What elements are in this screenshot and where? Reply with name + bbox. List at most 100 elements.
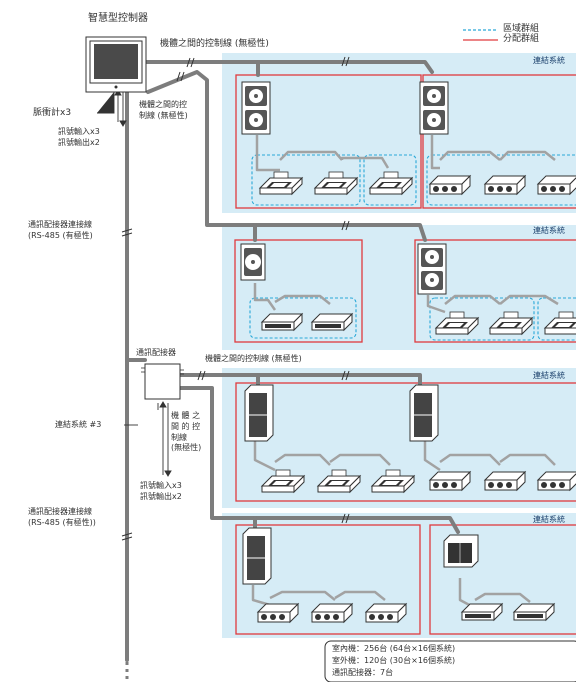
indoor-duct-unit [260,312,304,332]
indoor-wall-unit [310,602,354,624]
outdoor-unit [241,81,271,135]
zone-group-2c [537,297,576,341]
indoor-cassette-unit [488,311,534,336]
indoor-wall-unit [364,602,408,624]
pulse-meter-label: 脈衝計x3 [33,108,72,118]
indoor-cassette-unit [370,469,416,494]
branch-2b-3 [499,294,559,306]
outdoor-unit-cube [443,534,479,568]
branch-3a-2 [274,453,331,466]
system-label-3: 連結系統 [533,371,565,380]
branch-4b-2 [474,592,531,603]
adapter-line-label-1: 通訊配接器連接線 (RS-485 (有極性) [28,220,93,240]
branch-4a-2 [269,590,336,601]
legend-dist-label: 分配群組 [503,34,540,44]
outdoor-unit-tall [244,384,274,442]
signal-io-top-label: 訊號輸入x3 訊號輸出x2 [58,127,100,147]
system-label-4: 連結系統 [533,515,565,524]
break-mark [186,57,195,68]
controller-title: 智慧型控制器 [88,13,148,24]
arrow-head [119,120,127,127]
break-mark [176,71,185,82]
branch-3a [253,440,276,472]
break-mark [341,56,350,67]
trunk-1b [256,60,434,74]
branch-3b-3 [499,453,556,466]
indoor-cassette-unit [260,469,306,494]
branch-1b-3 [499,150,556,161]
indoor-cassette-unit [368,171,414,196]
outdoor-unit [419,81,449,135]
branch-1a-3 [340,156,390,169]
zone-group-1a [251,154,361,206]
summary-box [324,640,576,682]
indoor-cassette-unit [434,311,480,336]
indoor-units-cassette [258,171,576,494]
dist-group-4a [235,524,421,635]
branch-4a-3 [334,590,386,601]
smart-controller [85,36,147,93]
outdoor-unit-tall [409,384,439,442]
outdoor-units-tall [242,384,479,585]
arrow-head [164,470,172,477]
indoor-cassette-unit [543,311,576,335]
indoor-wall-unit [483,174,527,196]
indoor-wall-unit [256,602,300,624]
pulse-arrow [97,92,115,114]
summary-indoor: 室內機：256台 (64台×16個系統) [332,644,456,653]
ctrl-line-top-label: 機體之間的控制線 (無極性) [160,39,269,49]
indoor-wall-unit [536,175,576,196]
branch-1b-2 [439,150,501,161]
indoor-wall-unit [536,471,576,492]
indoor-duct-unit [460,602,504,622]
summary-adapter: 通訊配接器：7台 [332,668,394,677]
break-mark [197,370,206,381]
controller-display [94,44,138,79]
break-mark [121,532,133,541]
signal-io-bottom-label: 訊號輸入x3 訊號輸出x2 [140,481,182,501]
link-system-3-label: 連結系統 #3 [55,420,102,429]
trunk-4 [178,386,460,534]
dist-group-1b [422,74,576,209]
adapter-box [144,363,181,400]
comm-adapter [141,363,184,400]
dist-group-4b [429,524,576,635]
indoor-cassette-unit [313,171,359,196]
outdoor-unit [240,243,266,281]
zone-group-2a [249,297,357,339]
trunk-2 [146,70,427,242]
branch-1a-2 [279,150,343,161]
break-mark [341,220,350,231]
branch-4a [251,585,271,607]
system-label-2: 連結系統 [533,226,565,235]
branch-1b [430,135,440,170]
ctrl-line-mid-label: 機體之間的控制線 (無極性) [205,354,302,363]
outdoor-unit [417,243,447,295]
branch-2a [253,283,277,311]
arrow-head [159,401,167,408]
dist-group-3 [235,382,576,502]
zone-group-2b [429,297,535,341]
indoor-units-duct [260,312,556,622]
indoor-wall-unit [428,174,472,196]
indoor-cassette-unit [316,469,362,494]
branch-3b-2 [439,453,501,466]
controller-button [114,85,118,89]
adapter-line-label-2: 通訊配接器連接線 (RS-485 (有極性)) [28,507,96,527]
indoor-duct-unit [512,602,556,622]
indoor-cassette-unit [258,171,304,196]
indoor-units-wall [256,174,576,624]
indoor-wall-unit [483,470,527,492]
branch-2b [426,295,446,314]
ctrl-line-vertical-label: 機 體 之 間 的 控 制線 (無極性) [171,411,202,453]
branch-3b [423,440,441,472]
dist-group-2a [234,239,363,343]
branch-2b-2 [444,294,501,305]
branch-3a-3 [329,453,391,466]
outdoor-unit-tall [242,527,272,585]
break-mark [121,228,133,237]
adapter-label: 通訊配接器 [136,348,176,357]
indoor-wall-unit [428,470,472,492]
